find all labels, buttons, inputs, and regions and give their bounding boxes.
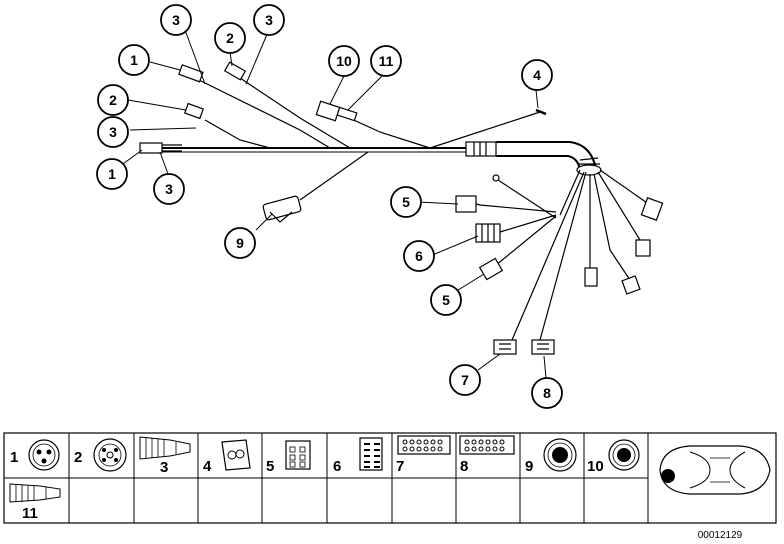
svg-text:6: 6 (415, 248, 423, 264)
svg-text:1: 1 (130, 52, 138, 68)
callout-1-left: 1 (96, 158, 128, 190)
callout-4: 4 (521, 59, 553, 91)
round-3-pin-connector-icon (28, 439, 60, 471)
round-multipin-connector-icon (543, 438, 577, 472)
svg-text:3: 3 (109, 124, 117, 140)
svg-text:9: 9 (236, 235, 244, 251)
callout-1-top: 1 (118, 44, 150, 76)
legend-cell-10: 10 (587, 439, 640, 475)
callout-10: 10 (328, 45, 360, 77)
leader-lines (111, 29, 547, 379)
callout-2-left: 2 (97, 84, 129, 116)
callout-5-lower: 5 (430, 284, 462, 316)
svg-text:3: 3 (172, 12, 180, 28)
svg-text:3: 3 (160, 459, 168, 476)
callout-7: 7 (449, 364, 481, 396)
svg-text:5: 5 (442, 292, 450, 308)
svg-text:6: 6 (333, 458, 341, 475)
svg-text:10: 10 (587, 458, 604, 475)
callout-5-upper: 5 (390, 186, 422, 218)
10-pin-housing-icon (359, 437, 383, 471)
round-multipin-connector-icon (608, 439, 640, 471)
svg-text:7: 7 (461, 372, 469, 388)
svg-text:1: 1 (108, 166, 116, 182)
svg-text:2: 2 (226, 30, 234, 46)
car-top-view-icon (659, 445, 771, 495)
svg-text:4: 4 (533, 67, 541, 83)
svg-text:7: 7 (396, 458, 404, 475)
multi-pin-strip-icon (459, 435, 515, 455)
svg-text:2: 2 (109, 92, 117, 108)
legend-cell-3: 3 (139, 436, 191, 476)
6-pin-housing-icon (285, 440, 311, 470)
legend-table: 1 2 3 (3, 432, 777, 524)
wiring-harness (139, 61, 664, 355)
svg-text:5: 5 (266, 458, 274, 475)
svg-text:11: 11 (379, 53, 394, 69)
multi-pin-strip-icon (397, 435, 451, 455)
legend-cell-1: 1 (10, 439, 60, 471)
svg-text:3: 3 (265, 12, 273, 28)
legend-cell-2: 2 (74, 438, 127, 472)
svg-text:3: 3 (165, 181, 173, 197)
legend-cell-8: 8 (459, 435, 515, 475)
callout-6: 6 (403, 240, 435, 272)
svg-text:4: 4 (203, 458, 212, 475)
callout-3-left: 3 (97, 116, 129, 148)
svg-text:2: 2 (74, 449, 82, 466)
callout-3-top-right: 3 (253, 4, 285, 36)
protective-sleeve-icon (9, 483, 61, 503)
2-pin-housing-icon (221, 439, 251, 471)
svg-text:1: 1 (10, 449, 18, 466)
legend-cell-4: 4 (203, 439, 251, 475)
legend-cell-11: 11 (9, 483, 61, 522)
legend-cell-car (659, 445, 771, 495)
legend-cell-6: 6 (333, 437, 383, 475)
svg-text:8: 8 (543, 385, 551, 401)
callout-8: 8 (531, 377, 563, 409)
callout-11: 11 (370, 45, 402, 77)
svg-text:9: 9 (525, 458, 533, 475)
svg-text:5: 5 (402, 194, 410, 210)
reference-number: 00012129 (698, 530, 743, 541)
callout-9: 9 (224, 227, 256, 259)
svg-text:8: 8 (460, 458, 468, 475)
svg-text:10: 10 (336, 53, 352, 69)
legend-cell-7: 7 (396, 435, 451, 475)
callout-3-bottom: 3 (153, 173, 185, 205)
legend-cell-5: 5 (266, 440, 311, 475)
svg-text:11: 11 (22, 505, 38, 522)
callout-2-top: 2 (214, 22, 246, 54)
protective-sleeve-icon (139, 436, 191, 460)
legend-cell-9: 9 (525, 438, 577, 475)
callout-3-top-left: 3 (160, 4, 192, 36)
round-5-pin-connector-icon (93, 438, 127, 472)
